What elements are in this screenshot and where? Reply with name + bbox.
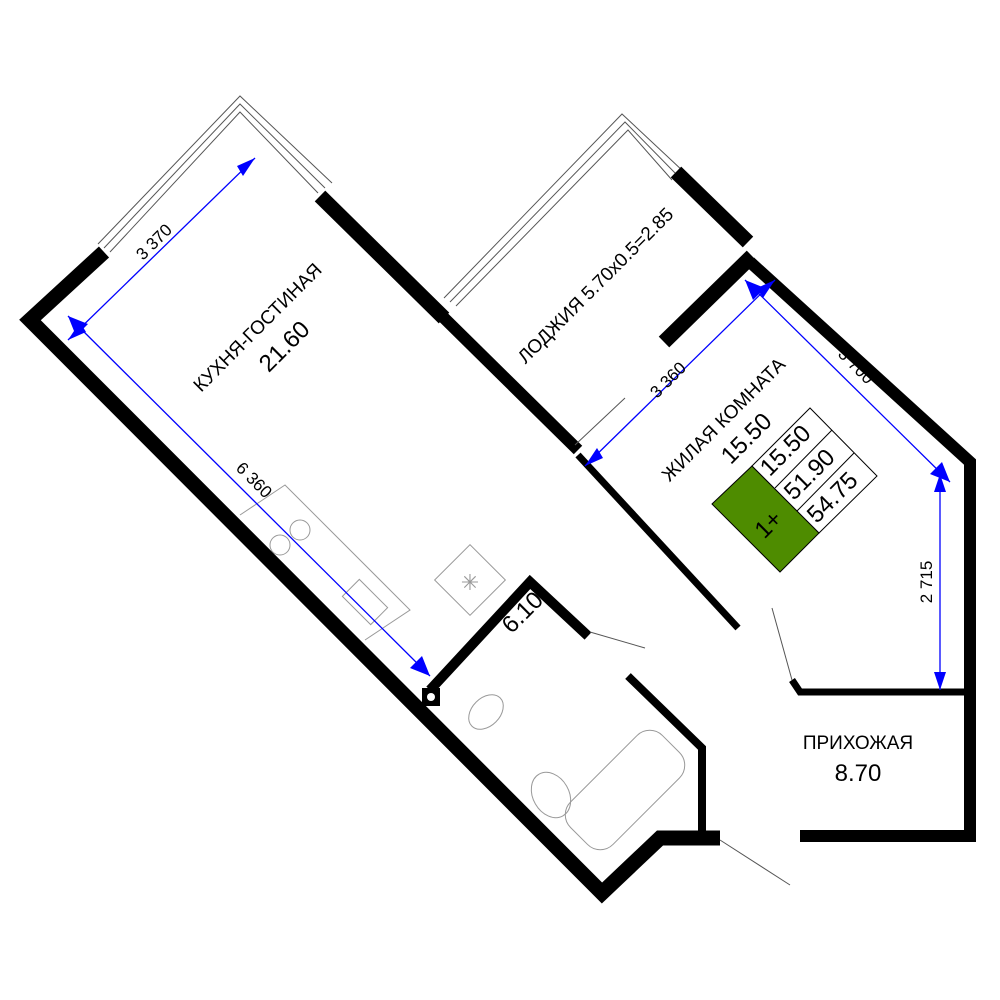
loggia-name: ЛОДЖИЯ 5.70х0.5=2.85	[514, 204, 678, 368]
hallway-area: 8.70	[835, 760, 882, 787]
kitchen-fixtures: ✳	[239, 484, 507, 641]
loggia-window	[443, 113, 685, 307]
toilet-icon	[468, 694, 504, 730]
kitchen-window	[97, 95, 333, 253]
hallway-name: ПРИХОЖАЯ	[803, 733, 913, 754]
sink-icon	[530, 771, 572, 819]
stove-icon: ✳	[461, 570, 479, 595]
doors	[574, 397, 793, 886]
bathroom-fixtures	[468, 694, 686, 851]
dim-living-width: 3 360	[646, 358, 690, 402]
area-summary-badge: 1+ 15.50 51.90 54.75	[711, 407, 878, 573]
dimension-lines	[67, 157, 951, 690]
dim-living-side: 2 715	[917, 561, 936, 604]
walls	[19, 166, 976, 904]
bathtub-icon	[564, 729, 686, 851]
